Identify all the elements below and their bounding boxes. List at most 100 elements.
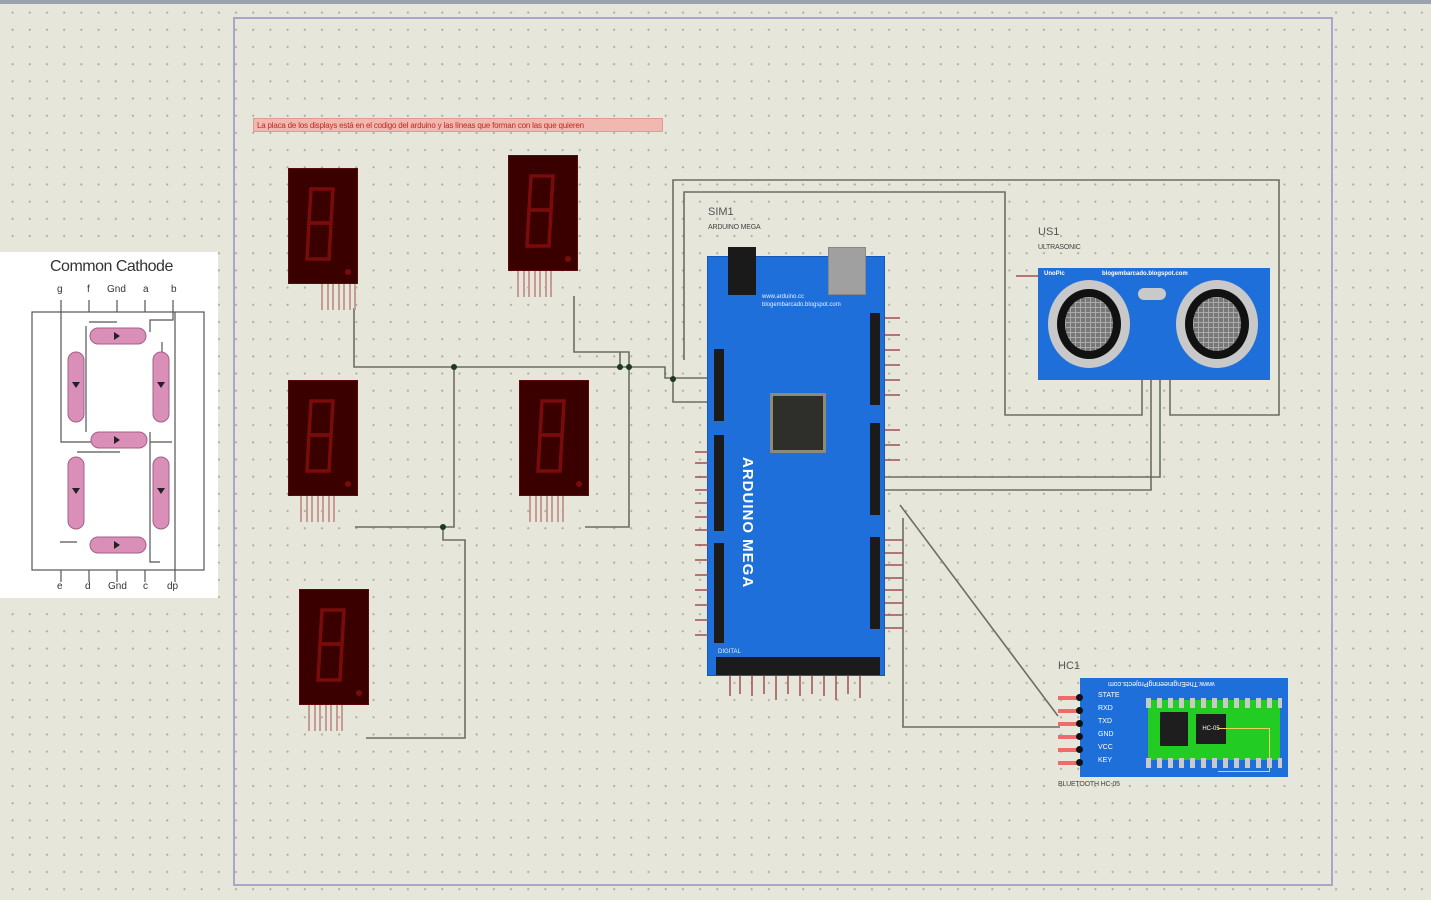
cathode-schematic-icon <box>31 300 205 582</box>
module-url: www.TheEngineeringProjects.com <box>1108 680 1215 687</box>
decimal-point <box>345 481 351 487</box>
pin-dot <box>1076 759 1083 766</box>
power-jack-icon <box>728 247 756 295</box>
wire <box>885 380 1161 478</box>
diagram-title: Common Cathode <box>50 258 173 275</box>
pin-label: Gnd <box>107 284 126 295</box>
power-header[interactable] <box>714 349 724 421</box>
pcb-pads <box>1146 698 1282 708</box>
display-pins <box>308 705 347 731</box>
pcb-pads <box>1146 758 1282 768</box>
common-cathode-diagram[interactable]: Common Cathode g f Gnd a b e d Gnd c dp <box>0 252 218 598</box>
transducer-icon <box>1048 280 1130 368</box>
analog-header-1[interactable] <box>714 435 724 531</box>
pin-dot <box>1076 694 1083 701</box>
pin-dot <box>1076 707 1083 714</box>
pin-label: b <box>171 284 177 295</box>
wire <box>672 179 1280 416</box>
pin-state[interactable] <box>1058 696 1080 700</box>
transducer-icon <box>1176 280 1258 368</box>
schematic-sheet-border <box>233 17 1333 886</box>
junction-dot <box>626 364 632 370</box>
chip-icon <box>1160 712 1188 746</box>
wire <box>573 296 630 528</box>
pin-label: TXD <box>1098 718 1112 725</box>
display-pins <box>321 284 360 310</box>
pin-vcc[interactable] <box>1058 748 1080 752</box>
module-pcb: HC-05 <box>1148 700 1280 772</box>
wire <box>355 367 455 528</box>
seven-segment-display[interactable] <box>299 589 369 705</box>
pin-gnd[interactable] <box>1058 735 1080 739</box>
arduino-mega-board[interactable]: www.arduino.cc blogembarcado.blogspot.co… <box>707 247 885 676</box>
header-label: DIGITAL <box>718 649 741 655</box>
digit-8-icon <box>316 608 346 682</box>
wire <box>899 504 1059 717</box>
digital-header[interactable] <box>716 657 880 675</box>
pin-label: c <box>143 581 148 592</box>
display-pins <box>517 271 556 297</box>
component-reference: HC1 <box>1058 660 1081 672</box>
pin-label: GND <box>1098 731 1114 738</box>
component-reference: US1 <box>1038 226 1060 238</box>
pin-label: RXD <box>1098 705 1113 712</box>
pwm-header-2[interactable] <box>870 423 880 515</box>
digit-8-icon <box>305 187 335 261</box>
seven-segment-display[interactable] <box>519 380 589 496</box>
board-text: www.arduino.cc <box>762 294 805 300</box>
chip-label: HC-05 <box>1196 714 1226 744</box>
component-part-name: ULTRASONIC <box>1038 244 1081 251</box>
crystal-icon <box>1138 288 1166 300</box>
pin-label: STATE <box>1098 692 1120 699</box>
decimal-point <box>565 256 571 262</box>
decimal-point <box>576 481 582 487</box>
pin-label: KEY <box>1098 757 1113 764</box>
sensor-brand: UnoPic <box>1044 271 1065 277</box>
junction-dot <box>451 364 457 370</box>
wire <box>683 191 1143 416</box>
display-pins <box>529 496 568 522</box>
pin-label: Gnd <box>108 581 127 592</box>
pin-key[interactable] <box>1058 761 1080 765</box>
junction-dot <box>617 364 623 370</box>
pwm-header[interactable] <box>870 313 880 405</box>
pin-dot <box>1076 733 1083 740</box>
pin-rxd[interactable] <box>1058 709 1080 713</box>
display-pins <box>300 496 339 522</box>
ultrasonic-sensor[interactable]: UnoPic blogembarcado.blogspot.com <box>1038 268 1270 380</box>
seven-segment-display[interactable] <box>508 155 578 271</box>
pin-label: g <box>57 284 63 295</box>
seven-segment-display[interactable] <box>288 168 358 284</box>
wire <box>366 527 466 739</box>
pin-label: f <box>87 284 90 295</box>
microcontroller-chip-icon <box>770 393 826 453</box>
wire <box>353 308 710 379</box>
component-part-name: ARDUINO MEGA <box>708 224 761 231</box>
usb-port-icon <box>828 247 866 295</box>
pin-label: VCC <box>1098 744 1113 751</box>
decimal-point <box>356 690 362 696</box>
seven-segment-display[interactable] <box>288 380 358 496</box>
pin-txd[interactable] <box>1058 722 1080 726</box>
bluetooth-module[interactable]: www.TheEngineeringProjects.com STATE RXD… <box>1058 678 1288 777</box>
component-part-name: BLUETOOTH HC-05 <box>1058 781 1120 788</box>
analog-header-2[interactable] <box>714 543 724 643</box>
pin-dot <box>1076 720 1083 727</box>
sensor-url: blogembarcado.blogspot.com <box>1102 271 1188 277</box>
board-text: blogembarcado.blogspot.com <box>762 302 841 308</box>
annotation-note[interactable]: La placa de los displays está en el codi… <box>253 118 663 132</box>
decimal-point <box>345 269 351 275</box>
antenna-icon <box>1218 728 1270 772</box>
wire <box>902 518 1060 728</box>
junction-dot <box>440 524 446 530</box>
wire <box>885 380 1152 491</box>
communication-header[interactable] <box>870 537 880 629</box>
pin-dot <box>1076 746 1083 753</box>
junction-dot <box>670 376 676 382</box>
digit-8-icon <box>536 399 566 473</box>
pin-label: e <box>57 581 63 592</box>
window-top-border <box>0 0 1431 4</box>
pin-label: d <box>85 581 91 592</box>
